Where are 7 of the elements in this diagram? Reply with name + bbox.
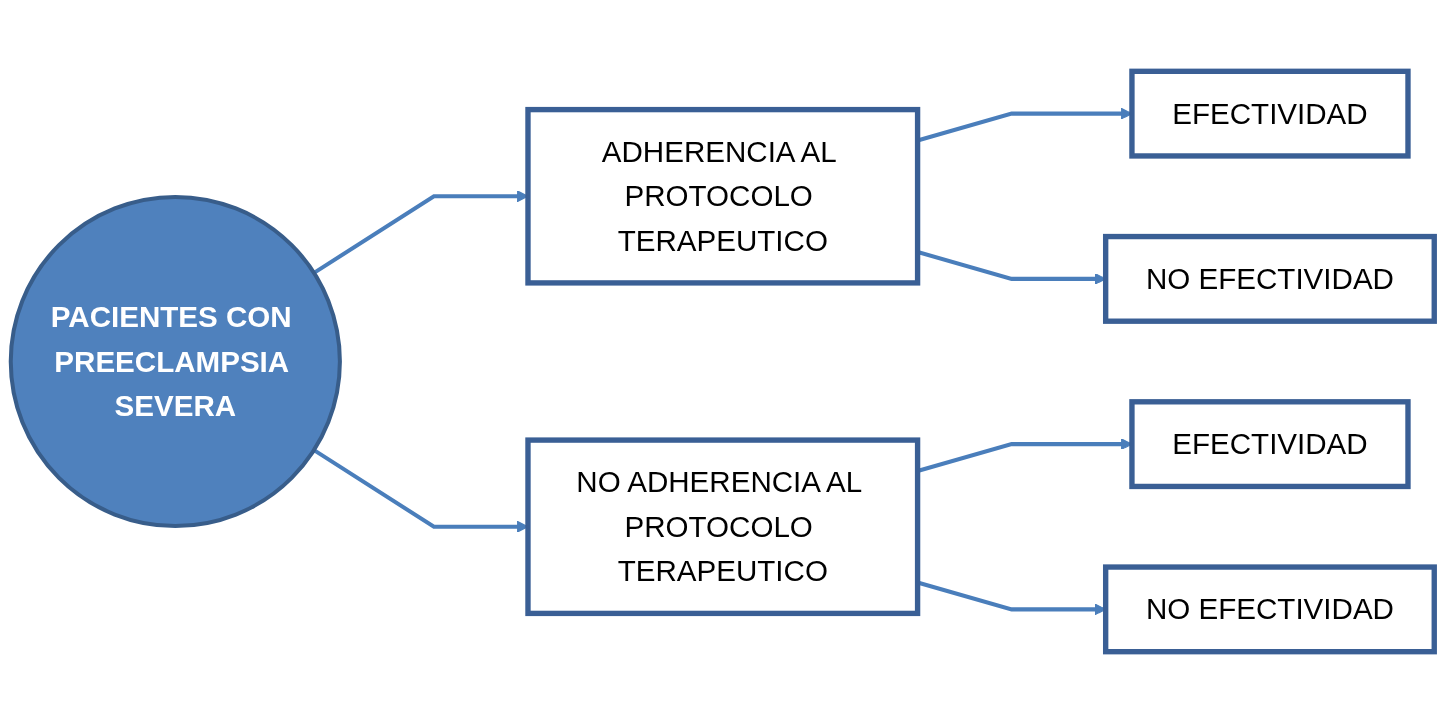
node-box: EFECTIVIDAD: [1129, 399, 1411, 490]
node-box: NO ADHERENCIA AL PROTOCOLO TERAPEUTICO: [525, 437, 921, 617]
node-circle: PACIENTES CON PREECLAMPSIA SEVERA: [8, 194, 342, 529]
node-box: ADHERENCIA AL PROTOCOLO TERAPEUTICO: [525, 106, 921, 286]
node-box: EFECTIVIDAD: [1129, 68, 1411, 159]
node-box: NO EFECTIVIDAD: [1103, 564, 1437, 655]
node-box: NO EFECTIVIDAD: [1103, 233, 1437, 324]
